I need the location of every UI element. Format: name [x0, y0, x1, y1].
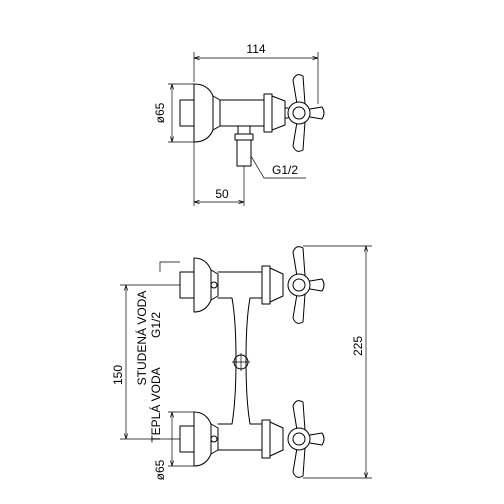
top-body: [219, 93, 286, 167]
thread-g12-top-label: G1/2: [272, 163, 298, 177]
top-wall-flange: [179, 83, 221, 143]
front-lower-connection: [179, 411, 219, 467]
hot-water-label: TEPLÁ VODA: [148, 367, 163, 442]
dim-wall-diameter-front: ø65: [153, 411, 194, 480]
dim-225-label: 225: [351, 336, 365, 356]
top-view: 114 ø65 G1/2 50: [153, 42, 325, 206]
dim-outlet-offset: 50: [193, 142, 245, 206]
dim-d65-top-label: ø65: [153, 102, 167, 123]
cold-water-callout: STUDENÁ VODA G1/2: [134, 261, 180, 386]
cold-thread-label: G1/2: [149, 312, 163, 338]
front-upper-valve: [261, 246, 325, 324]
front-lower-valve: [261, 400, 325, 478]
dim-overall-width: 114: [193, 42, 319, 104]
hot-water-callout: TEPLÁ VODA: [148, 367, 163, 442]
thread-callout-top: G1/2: [250, 155, 306, 179]
dim-114-label: 114: [246, 42, 265, 56]
dim-wall-diameter-top: ø65: [153, 83, 194, 143]
front-view: 225 150 STUDENÁ VODA G1/2 TEPLÁ VODA ø65: [111, 245, 372, 480]
cold-water-label: STUDENÁ VODA: [134, 291, 149, 386]
front-upper-connection: [179, 257, 219, 313]
front-body: [217, 271, 263, 451]
dim-d65-front-label: ø65: [153, 459, 167, 480]
dim-150-label: 150: [111, 365, 125, 385]
dim-height: 225: [303, 245, 372, 479]
dim-50-label: 50: [215, 187, 229, 201]
top-cross-handle: [284, 74, 325, 152]
